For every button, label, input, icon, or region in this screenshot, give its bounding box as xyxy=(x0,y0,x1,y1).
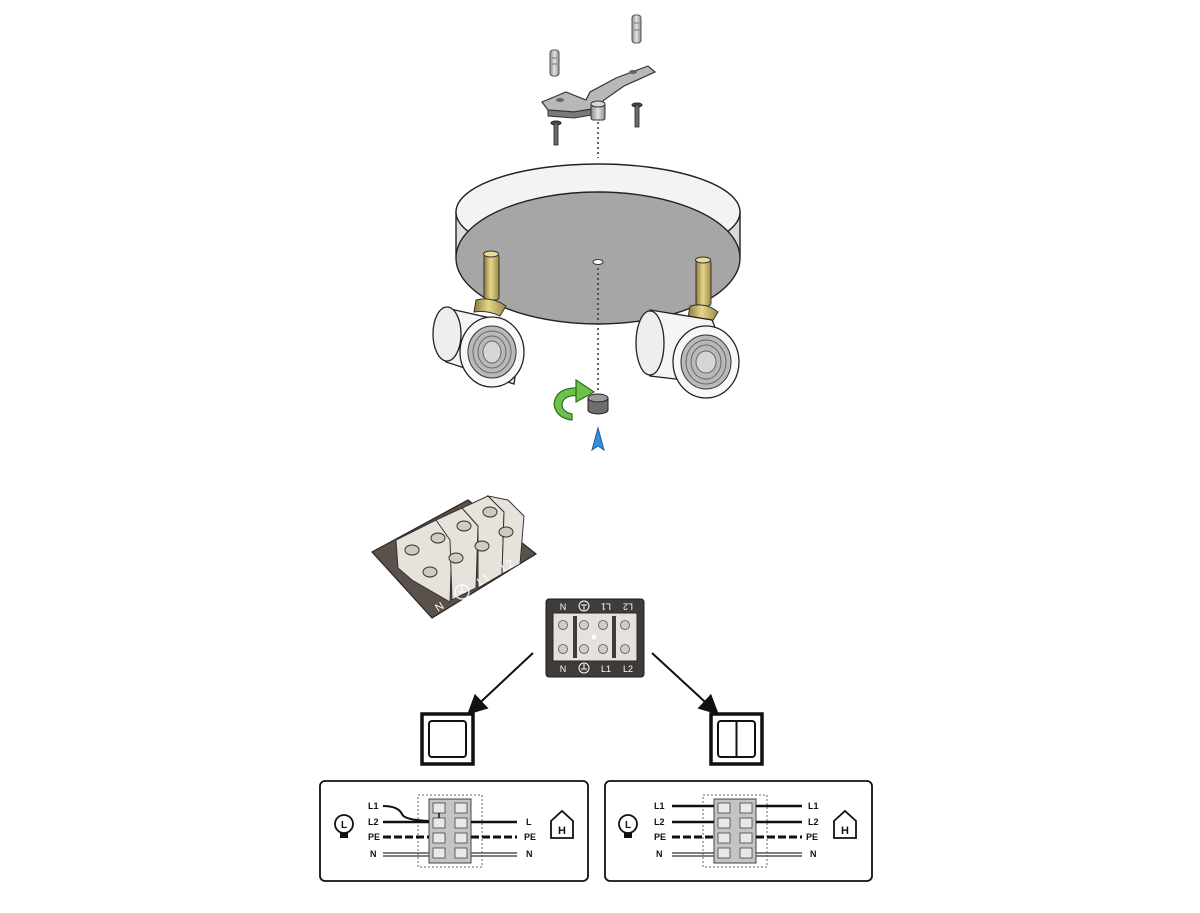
double-lamp-label-pe: PE xyxy=(654,832,666,842)
screw-left xyxy=(550,120,562,146)
schematic-top-label-n: N xyxy=(560,602,567,612)
wall-plug-left xyxy=(549,49,560,77)
double-house-label-pe: PE xyxy=(806,832,818,842)
double-house-label-n: N xyxy=(810,849,817,859)
double-switch-icon xyxy=(709,712,764,766)
lamp-icon-double: L xyxy=(618,814,638,838)
schematic-bottom-label-l2: L2 xyxy=(623,664,633,674)
canopy-center-hole xyxy=(592,259,604,265)
double-house-label-l1: L1 xyxy=(808,801,819,811)
single-lamp-label-pe: PE xyxy=(368,832,380,842)
single-switch-wiring-panel: L L1 L2 PE N L PE N xyxy=(319,780,589,882)
lamp-icon: L xyxy=(334,814,354,838)
earth-symbol-icon xyxy=(578,600,590,612)
schematic-bottom-label-n: N xyxy=(560,664,567,674)
screw-right xyxy=(631,102,643,128)
single-house-label-n: N xyxy=(526,849,533,859)
earth-symbol-bottom-icon xyxy=(578,662,590,674)
arrow-to-double-switch xyxy=(651,652,719,715)
wall-plug-right xyxy=(631,14,642,44)
house-icon-double: H xyxy=(833,809,857,839)
double-house-label-l2: L2 xyxy=(808,817,819,827)
schematic-bottom-label-l1: L1 xyxy=(601,664,611,674)
spotlight-left xyxy=(432,250,525,388)
terminal-photo-label-l1: L1 xyxy=(475,572,492,589)
single-switch-icon xyxy=(420,712,475,766)
terminal-block-photo: N L1 L2 xyxy=(371,495,538,619)
single-lamp-label-l1: L1 xyxy=(368,801,379,811)
rotate-arrow-icon xyxy=(553,378,596,421)
mounting-hardware xyxy=(541,14,657,158)
schematic-top-label-l1: L1 xyxy=(601,602,611,612)
lamp-letter: L xyxy=(341,820,347,831)
terminal-photo-label-l2: L2 xyxy=(499,558,516,575)
single-lamp-label-l2: L2 xyxy=(368,817,379,827)
double-lamp-label-n: N xyxy=(656,849,663,859)
terminal-schematic: N L1 L2 N L1 L2 xyxy=(545,598,645,678)
lamp-letter-double: L xyxy=(625,820,631,831)
arrow-to-single-switch xyxy=(467,652,534,715)
single-lamp-label-n: N xyxy=(370,849,377,859)
house-icon: H xyxy=(550,809,574,839)
house-letter: H xyxy=(558,825,566,837)
insert-arrow-icon xyxy=(591,426,605,452)
spotlight-right xyxy=(635,256,740,399)
terminal-photo-earth-symbol xyxy=(454,584,470,600)
cap-nut xyxy=(587,393,609,415)
double-switch-wiring-panel: L L1 L2 PE N L1 L2 PE N H xyxy=(604,780,873,882)
mounting-bracket xyxy=(541,65,657,121)
schematic-top-label-l2: L2 xyxy=(623,602,633,612)
single-house-label-l: L xyxy=(526,817,532,827)
canopy xyxy=(455,163,741,325)
double-lamp-label-l2: L2 xyxy=(654,817,665,827)
double-lamp-label-l1: L1 xyxy=(654,801,665,811)
house-letter-double: H xyxy=(841,825,849,837)
single-house-label-pe: PE xyxy=(524,832,536,842)
